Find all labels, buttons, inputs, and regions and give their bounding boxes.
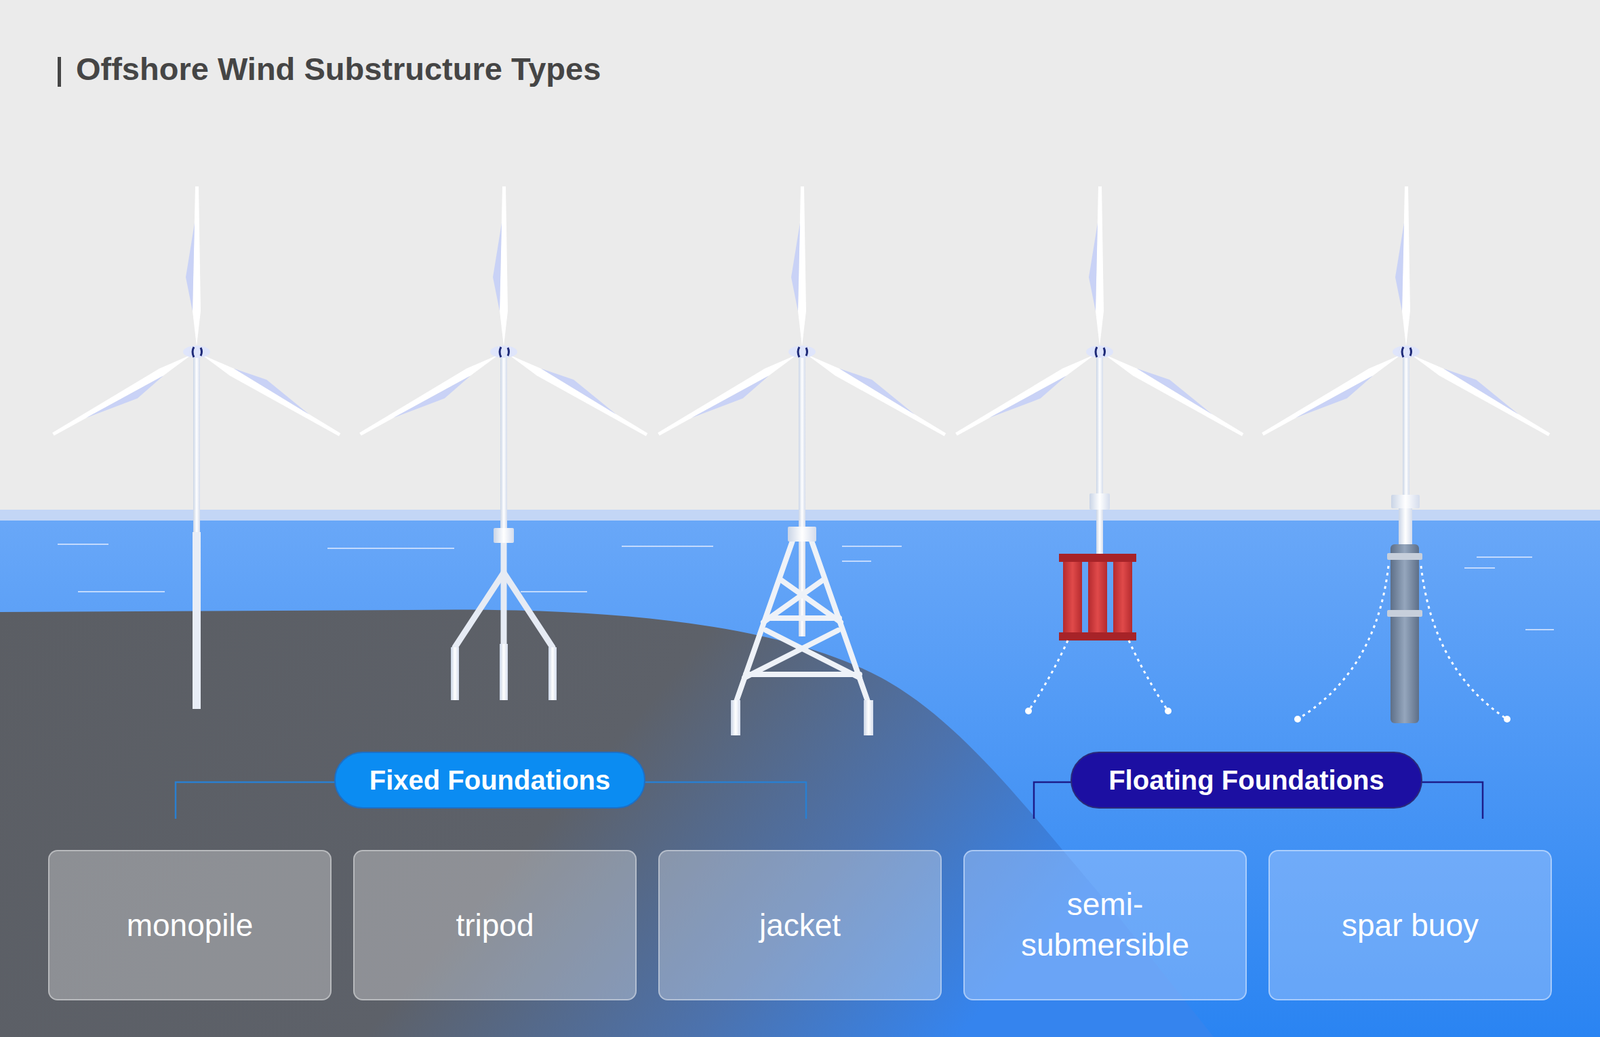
node-label: jacket — [759, 907, 841, 944]
group-pill: Fixed Foundations — [334, 751, 646, 809]
type-box: jacket — [658, 850, 942, 1001]
group-pill: Floating Foundations — [1070, 751, 1423, 809]
type-box: spar buoy — [1268, 850, 1552, 1001]
type-box: monopile — [48, 850, 332, 1001]
type-box: tripod — [353, 850, 637, 1001]
node-label: Fixed Foundations — [369, 765, 611, 796]
diagram-title: Offshore Wind Substructure Types — [75, 50, 601, 88]
node-label: monopile — [126, 907, 254, 944]
type-box: semi- submersible — [963, 850, 1247, 1001]
node-label: spar buoy — [1341, 907, 1479, 944]
node-label: Floating Foundations — [1108, 765, 1385, 796]
node-label: tripod — [455, 907, 534, 944]
node-label: semi- submersible — [1003, 884, 1207, 967]
